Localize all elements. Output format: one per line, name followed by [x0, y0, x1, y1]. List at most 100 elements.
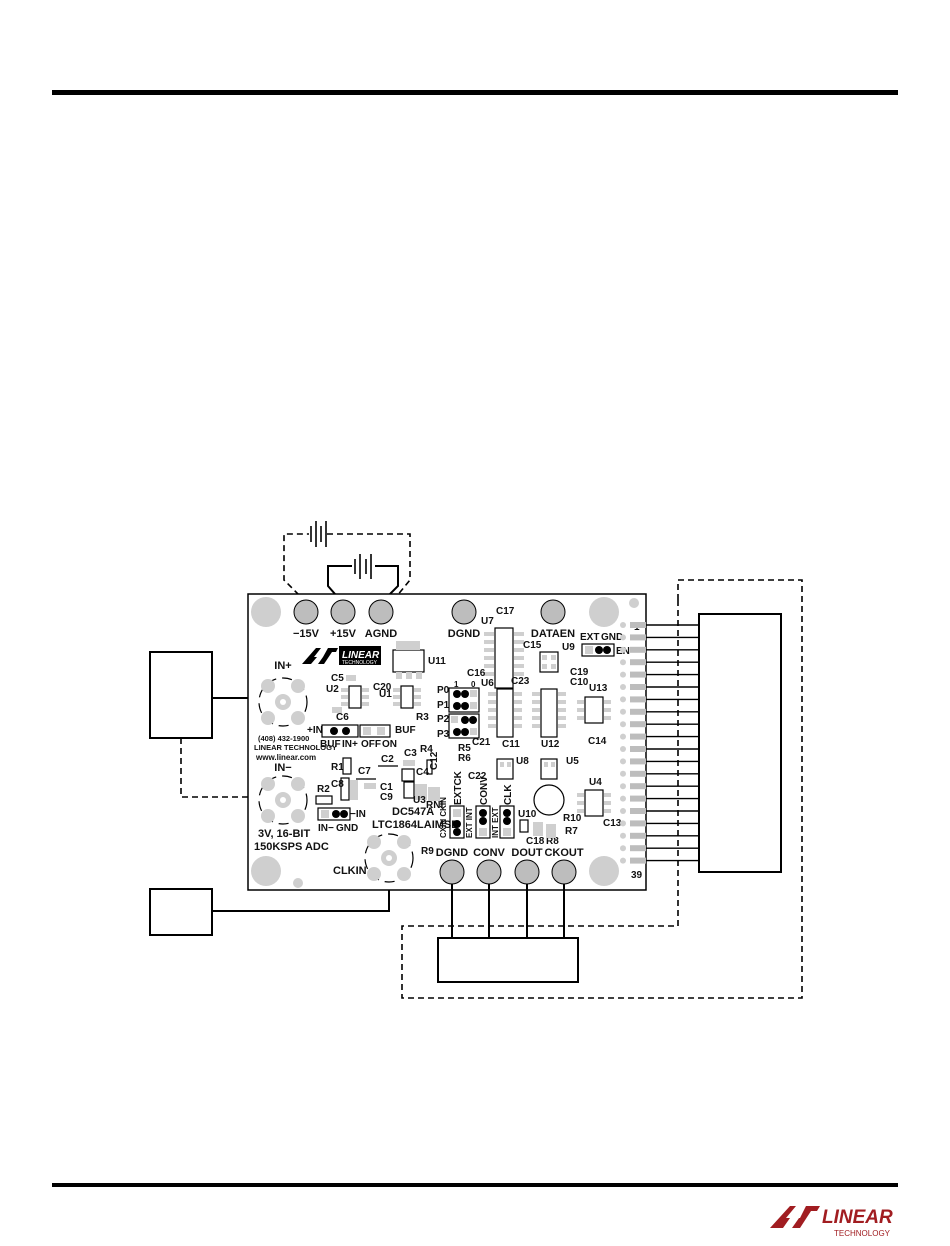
terminal-label: −15V	[293, 628, 320, 640]
u8-footprint	[496, 758, 514, 780]
power-terminal-agnd[interactable]: AGND	[365, 599, 397, 640]
battery-symbol-top	[310, 521, 327, 547]
jumper-label-ext: EXT	[580, 632, 599, 643]
clk-jumper[interactable]	[499, 805, 515, 839]
p0-p1-jumper[interactable]	[448, 687, 480, 713]
u12-pads	[532, 692, 566, 728]
edge-connector-pin	[630, 795, 646, 802]
edge-connector-via	[620, 622, 626, 628]
battery-symbol-bottom	[354, 554, 372, 579]
conv-jumper[interactable]	[475, 805, 491, 839]
edge-connector-via	[620, 808, 626, 814]
ref-c22: C22	[468, 771, 487, 782]
u7-footprint	[494, 627, 514, 689]
edge-connector-pin	[630, 733, 646, 740]
footer-rule	[52, 1183, 898, 1187]
edge-connector-pin	[630, 708, 646, 715]
u12-footprint	[540, 688, 558, 738]
in-minus-connector[interactable]	[258, 775, 308, 825]
terminal-label: CONV	[473, 847, 505, 859]
terminal-label: CKOUT	[544, 847, 583, 859]
jumper-label-conv: CONV	[479, 776, 490, 805]
edge-connector-pin	[630, 659, 646, 666]
ref-u3: U3	[413, 795, 426, 806]
jumper-label-p0: P0	[437, 685, 450, 696]
power-terminal-neg15v[interactable]: −15V	[293, 599, 320, 640]
edge-connector-pin	[630, 646, 646, 653]
terminal-dgnd-bottom[interactable]: DGND	[436, 847, 468, 885]
ref-c19: C19	[570, 667, 589, 678]
clkin-connector[interactable]	[364, 833, 414, 883]
edge-connector-via	[620, 696, 626, 703]
ref-r6: R6	[458, 753, 471, 764]
terminal-dgnd-top[interactable]: DGND	[448, 599, 480, 640]
terminal-ckout[interactable]: CKOUT	[544, 847, 584, 885]
edge-connector-via	[620, 770, 626, 777]
buf-enable-jumper[interactable]	[359, 724, 391, 738]
ref-r9: R9	[421, 846, 434, 857]
board-logo-text: LINEAR	[342, 650, 380, 661]
terminal-dataen[interactable]: DATAEN	[531, 599, 575, 640]
dashed-cable-loop	[401, 579, 803, 999]
jumper-label-gnd: GND	[336, 823, 358, 834]
board-id: DC547A	[392, 806, 434, 818]
ref-r8: R8	[546, 836, 559, 847]
u1-footprint	[400, 685, 414, 709]
board-website: www.linear.com	[255, 753, 316, 762]
edge-connector-via	[620, 721, 626, 728]
jumper-label-clk: CLK	[503, 784, 514, 805]
ref-u9: U9	[562, 642, 575, 653]
board-part-number: LTC1864LAIMSB	[372, 819, 459, 831]
jumper-label-buf2: BUF	[395, 725, 416, 736]
jumper-label-buf: BUF	[320, 739, 341, 750]
ref-c20: C20	[373, 682, 392, 693]
header-rule	[52, 90, 898, 95]
board-spec-line2: 150KSPS ADC	[254, 841, 329, 853]
neg-in-jumper[interactable]	[317, 807, 351, 821]
ref-u11: U11	[428, 656, 446, 667]
ref-r5: R5	[458, 743, 471, 754]
u7-pads	[484, 632, 524, 676]
ref-c17: C17	[496, 606, 515, 617]
logic-analyzer-box	[437, 937, 579, 983]
p2-p3-jumper[interactable]	[448, 713, 480, 739]
jumper-label-ext-int-a: EXT INT	[465, 807, 474, 838]
ref-u2: U2	[326, 684, 339, 695]
jumper-label-p1: P1	[437, 700, 450, 711]
edge-connector-pin	[630, 746, 646, 752]
terminal-conv[interactable]: CONV	[473, 847, 506, 885]
buf-input-jumper[interactable]	[321, 724, 359, 738]
edge-connector-pin	[630, 758, 646, 765]
ref-u5: U13	[589, 683, 608, 694]
ref-c13: C13	[603, 818, 622, 829]
in-plus-connector[interactable]	[258, 677, 308, 727]
jumper-label-buf-in: IN+	[342, 739, 358, 750]
edge-connector-via	[620, 708, 626, 715]
ref-u7: U7	[481, 616, 494, 627]
board-phone: (408) 432-1900	[258, 734, 309, 743]
mounting-hole-br	[589, 856, 619, 886]
ref-u12: U12	[541, 739, 560, 750]
edge-connector-via	[620, 857, 626, 864]
ref-r7: R7	[565, 826, 578, 837]
terminal-label: +15V	[330, 628, 357, 640]
jumper-label-off: OFF	[361, 739, 381, 750]
dataen-jumper[interactable]	[581, 643, 615, 657]
extck-jumper[interactable]	[449, 805, 465, 839]
ref-c6: C6	[336, 712, 349, 723]
jumper-label-on: ON	[382, 739, 397, 750]
power-terminal-pos15v[interactable]: +15V	[330, 599, 357, 640]
ref-c2: C2	[381, 754, 394, 765]
ref-c10: C10	[570, 677, 589, 688]
in-minus-label: IN−	[274, 762, 291, 774]
ref-c3: C3	[404, 748, 417, 759]
ref-r10: R10	[563, 813, 582, 824]
dc547a-board: −15V +15V AGND DGND DATAEN LINEAR TECHNO…	[247, 593, 647, 891]
footer-logo: LINEAR TECHNOLOGY	[770, 1206, 893, 1238]
ref-c16: C16	[467, 668, 486, 679]
jumper-label-gnd-top: GND	[601, 632, 623, 643]
lt-logo-icon	[302, 648, 338, 664]
terminal-label: DATAEN	[531, 628, 575, 640]
u2-footprint	[348, 685, 362, 709]
